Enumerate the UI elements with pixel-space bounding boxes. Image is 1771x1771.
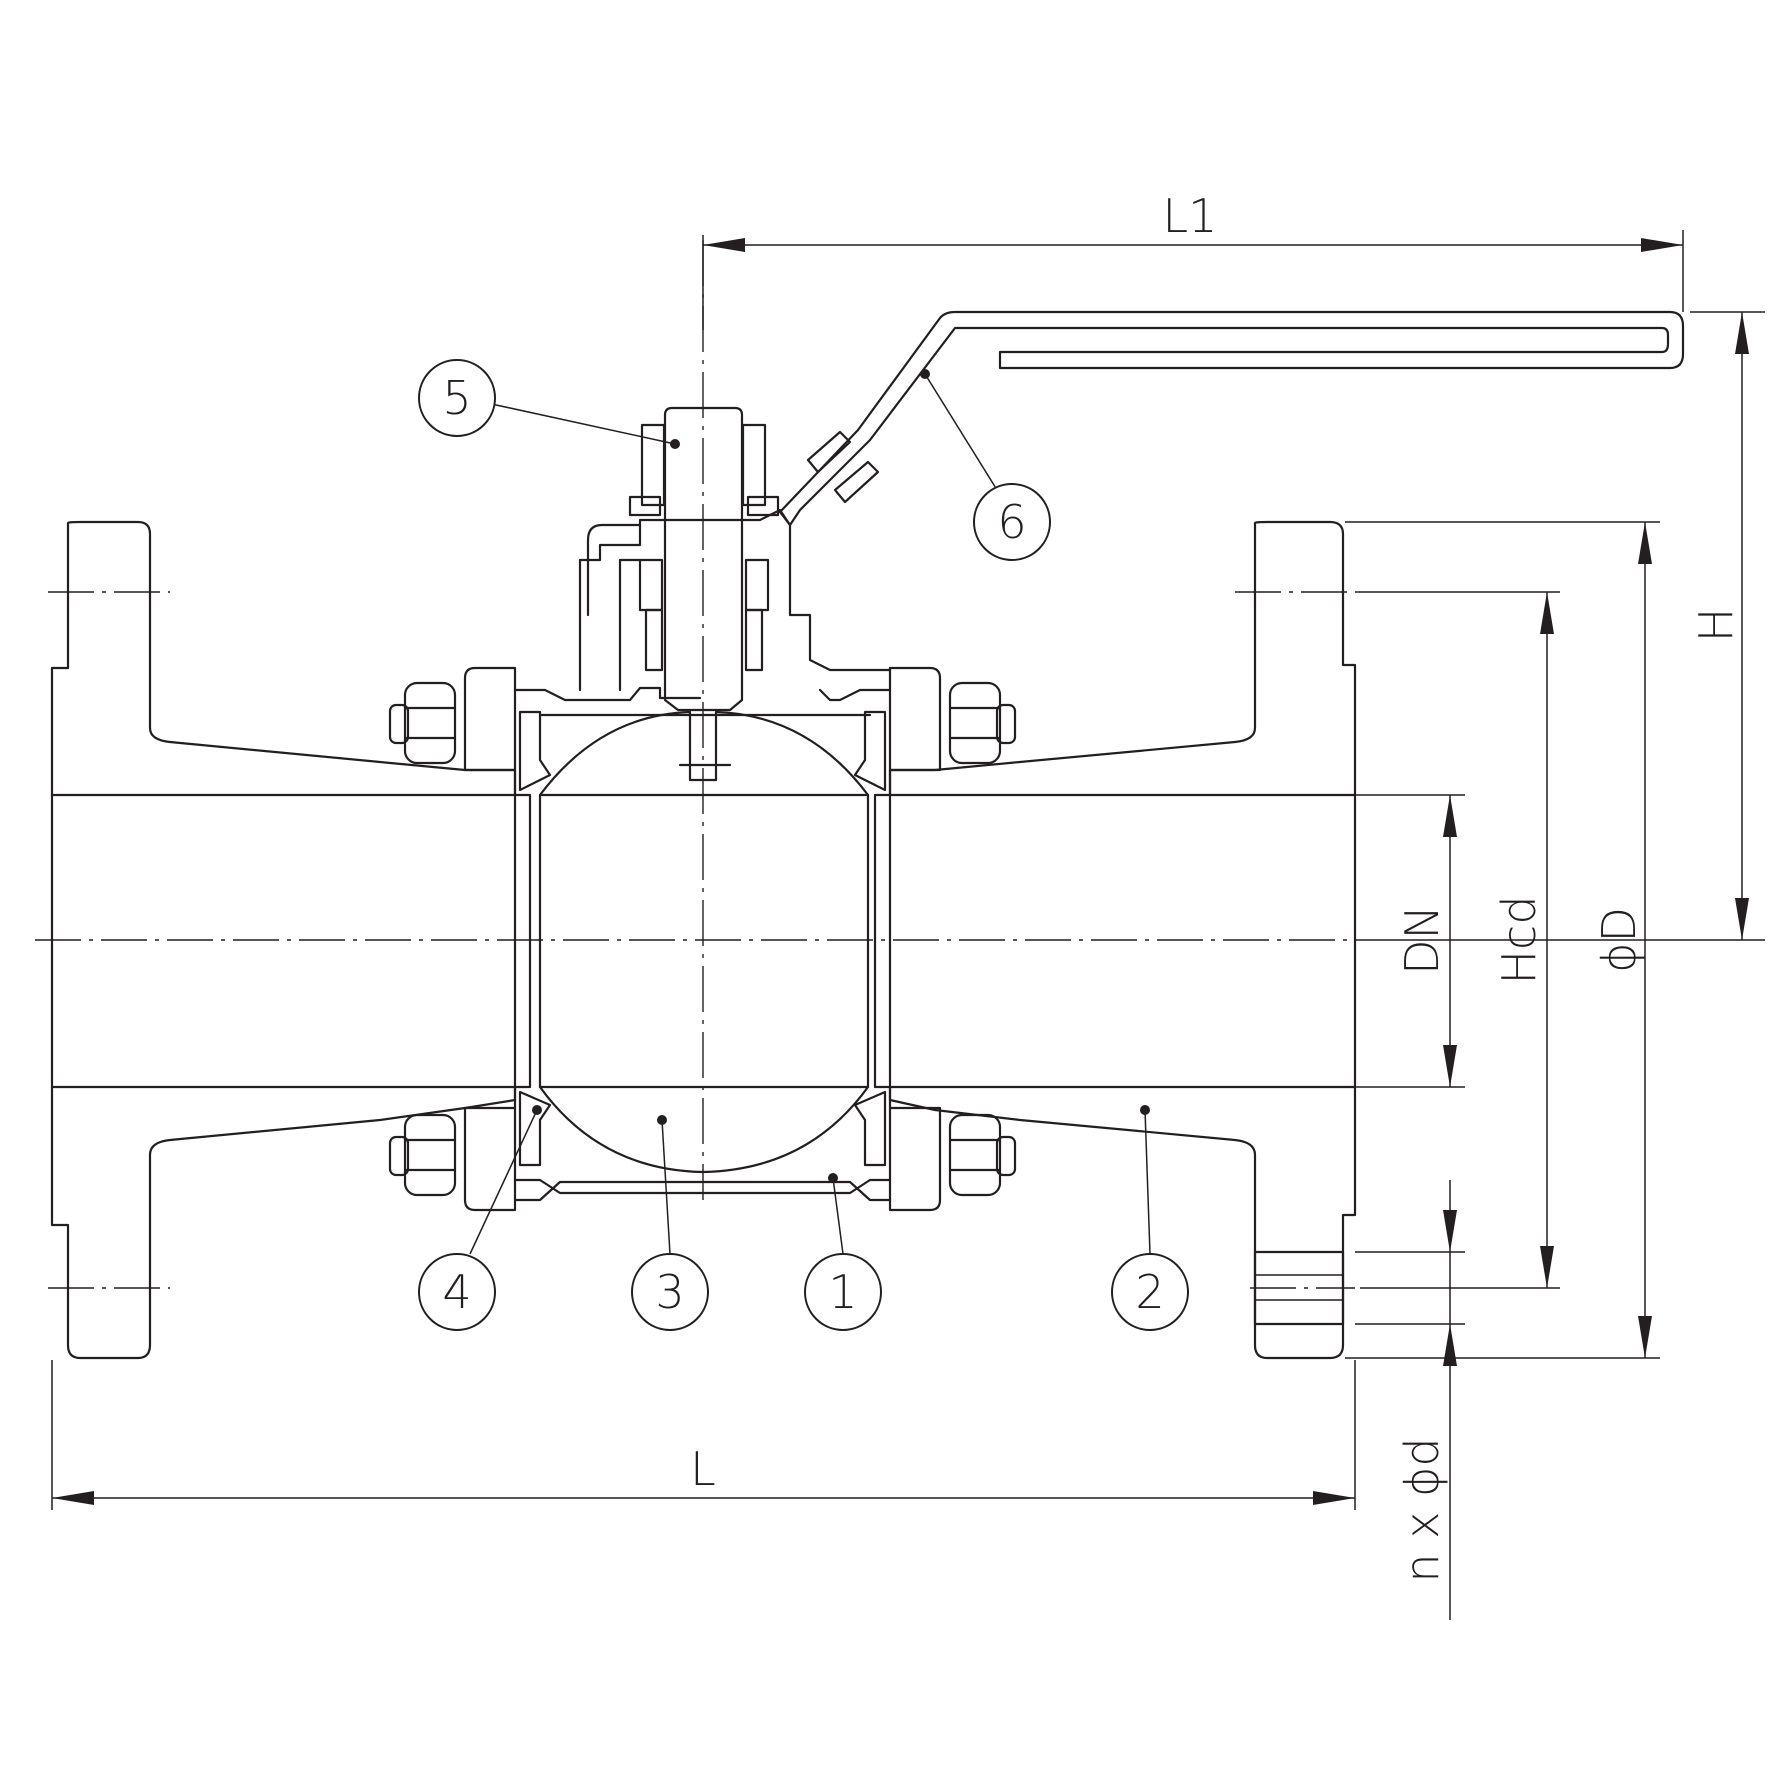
dim-label-D: ϕD <box>1592 907 1646 973</box>
dimension-lines <box>51 230 1765 1620</box>
dimension-labels: L1 L H ϕD Hcd DN n x ϕd <box>690 189 1743 1583</box>
dim-label-L1: L1 <box>1163 189 1218 243</box>
left-end-body <box>50 520 517 1360</box>
callout-bubble-3: 3 <box>631 1253 709 1331</box>
callout-bubble-4: 4 <box>418 1253 496 1331</box>
dim-label-DN: DN <box>1395 905 1449 975</box>
lever-handle <box>778 310 1685 527</box>
part-callouts: 5 6 4 3 1 2 <box>418 359 1189 1331</box>
bolt-bottom-right <box>948 1113 1017 1197</box>
callout-number: 5 <box>442 371 471 425</box>
dim-label-H: H <box>1689 608 1743 643</box>
callout-bubble-1: 1 <box>804 1253 882 1331</box>
callout-number: 3 <box>655 1265 684 1319</box>
bolt-bottom-left <box>388 1113 457 1197</box>
body-bolts <box>388 681 1017 1197</box>
dim-label-Hcd: Hcd <box>1492 895 1546 984</box>
ball <box>538 710 870 1174</box>
callout-number: 2 <box>1135 1265 1164 1319</box>
callout-bubble-6: 6 <box>973 483 1051 561</box>
right-end-body <box>888 520 1357 1360</box>
callout-number: 1 <box>828 1265 857 1319</box>
callout-bubble-2: 2 <box>1111 1253 1189 1331</box>
callout-number: 4 <box>442 1265 471 1319</box>
bolt-top-right <box>948 681 1017 765</box>
callout-bubble-5: 5 <box>418 359 496 437</box>
center-body <box>463 666 942 1212</box>
seats <box>518 710 887 1167</box>
dim-label-holes: n x ϕd <box>1395 1437 1449 1582</box>
stem-assembly <box>578 406 892 767</box>
callout-number: 6 <box>997 495 1026 549</box>
bolt-top-left <box>388 681 457 765</box>
dim-label-L: L <box>690 1442 716 1496</box>
